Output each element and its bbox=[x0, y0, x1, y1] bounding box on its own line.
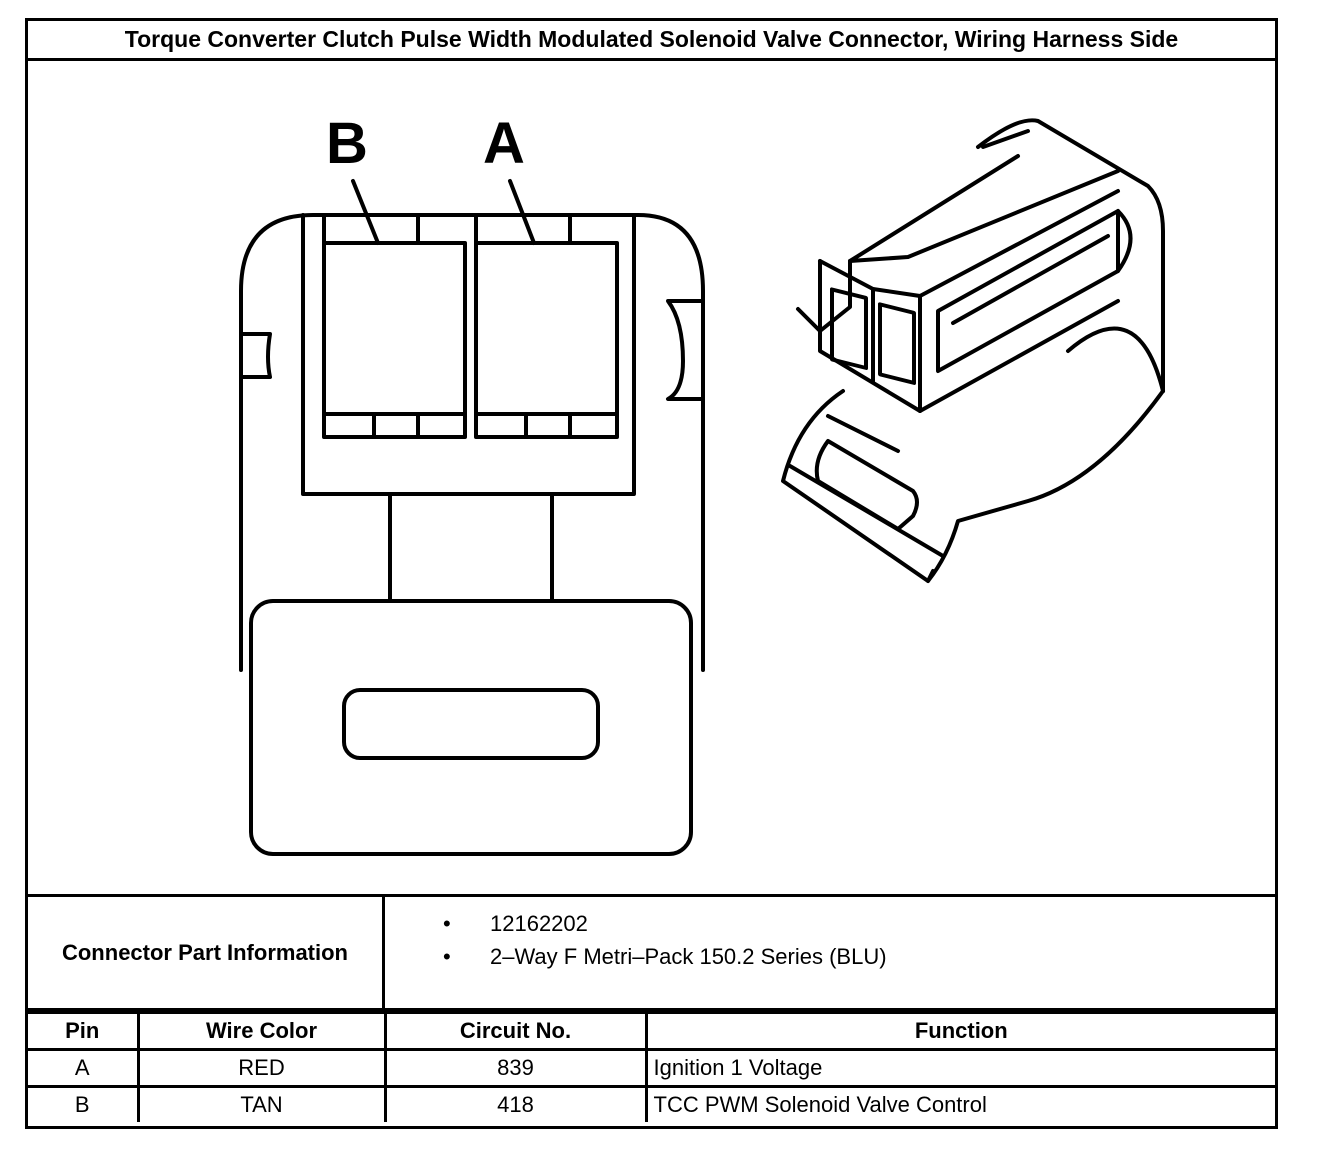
table-row: A RED 839 Ignition 1 Voltage bbox=[28, 1048, 1275, 1088]
header-wire-color: Wire Color bbox=[136, 1011, 387, 1050]
connector-illustration bbox=[239, 118, 1165, 856]
diagram-title: Torque Converter Clutch Pulse Width Modu… bbox=[28, 21, 1275, 61]
connector-info-label: Connector Part Information bbox=[28, 897, 385, 1008]
connector-isometric-view bbox=[781, 118, 1165, 583]
cell-function: Ignition 1 Voltage bbox=[644, 1048, 1275, 1088]
pin-table: Pin Wire Color Circuit No. Function A RE… bbox=[28, 1011, 1275, 1122]
connector-series: 2–Way F Metri–Pack 150.2 Series (BLU) bbox=[490, 944, 887, 969]
diagram-frame: Torque Converter Clutch Pulse Width Modu… bbox=[25, 18, 1278, 1129]
list-item: • 12162202 bbox=[433, 907, 887, 940]
cell-wire-color: TAN bbox=[136, 1085, 387, 1122]
connector-part-info: Connector Part Information • 12162202 • … bbox=[28, 894, 1275, 1011]
bullet-icon: • bbox=[443, 944, 451, 969]
table-row: B TAN 418 TCC PWM Solenoid Valve Control bbox=[28, 1085, 1275, 1122]
connector-drawing: B A bbox=[28, 61, 1275, 896]
header-circuit: Circuit No. bbox=[383, 1011, 648, 1050]
part-number: 12162202 bbox=[490, 911, 588, 936]
cell-function: TCC PWM Solenoid Valve Control bbox=[644, 1085, 1275, 1122]
header-function: Function bbox=[644, 1011, 1275, 1050]
connector-face-view bbox=[239, 179, 705, 856]
bullet-icon: • bbox=[443, 911, 451, 936]
pin-label-b: B bbox=[326, 111, 368, 176]
table-header-row: Pin Wire Color Circuit No. Function bbox=[28, 1011, 1275, 1050]
cell-pin: A bbox=[28, 1048, 140, 1088]
pin-label-a: A bbox=[483, 111, 525, 176]
cell-circuit: 839 bbox=[383, 1048, 648, 1088]
cell-circuit: 418 bbox=[383, 1085, 648, 1122]
connector-info-list: • 12162202 • 2–Way F Metri–Pack 150.2 Se… bbox=[433, 907, 887, 973]
cell-pin: B bbox=[28, 1085, 140, 1122]
list-item: • 2–Way F Metri–Pack 150.2 Series (BLU) bbox=[433, 940, 887, 973]
header-pin: Pin bbox=[28, 1011, 140, 1050]
cell-wire-color: RED bbox=[136, 1048, 387, 1088]
